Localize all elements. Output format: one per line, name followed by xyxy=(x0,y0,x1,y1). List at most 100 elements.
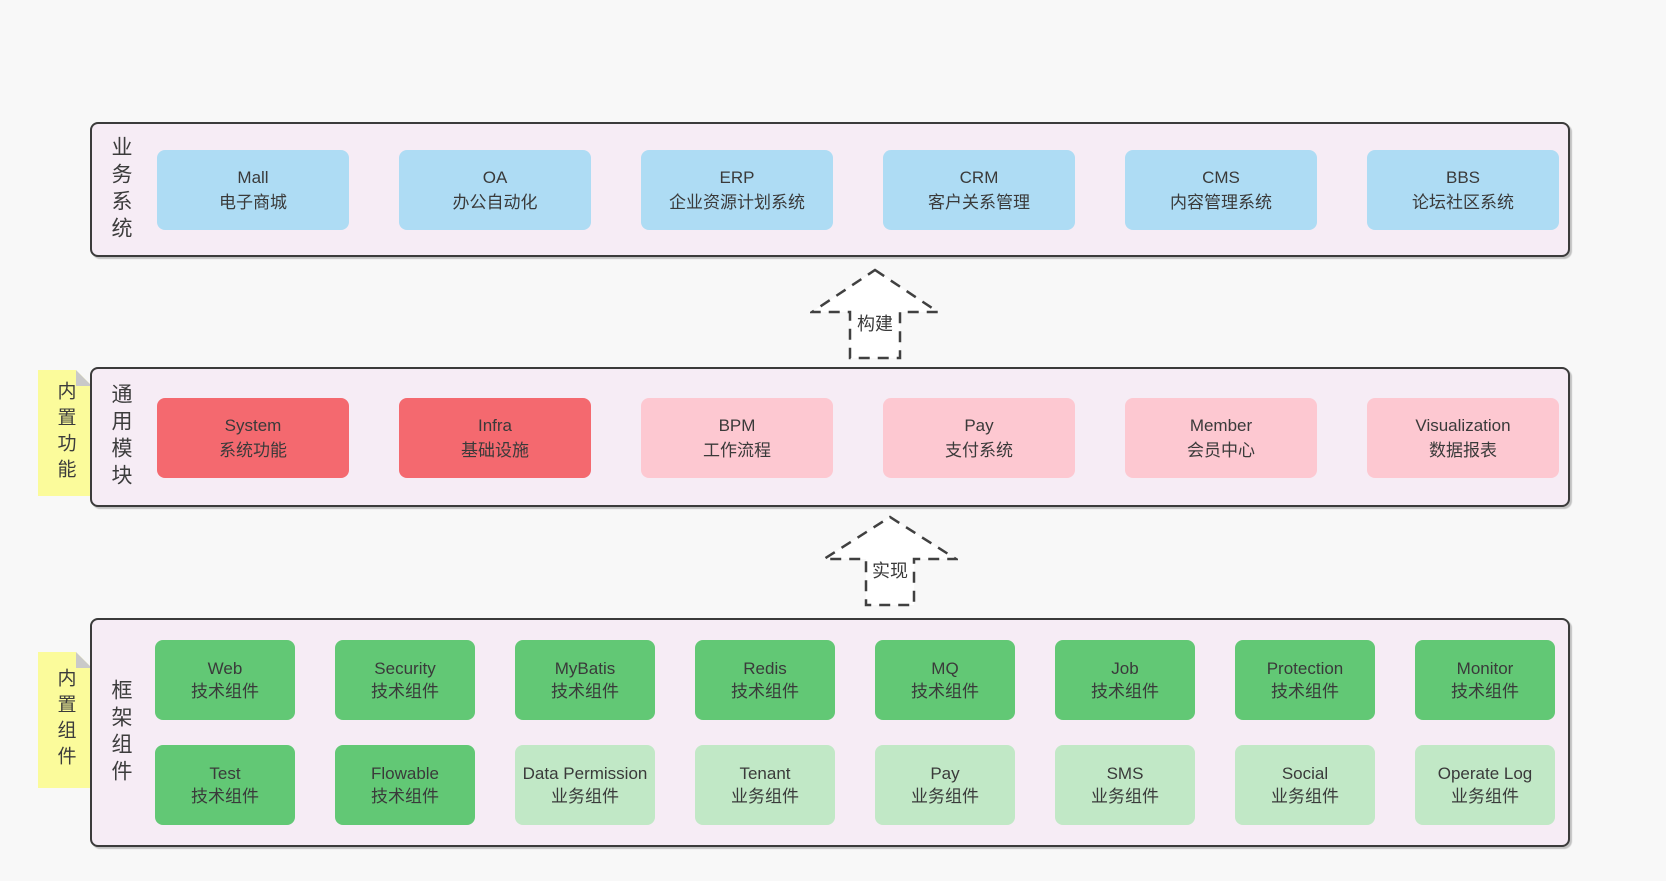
box-data-permission: Data Permission 业务组件 xyxy=(515,745,655,825)
box-title: Pay xyxy=(930,764,960,783)
box-title: Member xyxy=(1189,416,1253,435)
box-mq: MQ 技术组件 xyxy=(875,640,1015,720)
box-social: Social 业务组件 xyxy=(1235,745,1375,825)
box-subtitle: 技术组件 xyxy=(191,682,259,701)
box-cms: CMS 内容管理系统 xyxy=(1125,150,1317,230)
box-subtitle: 业务组件 xyxy=(1451,787,1519,806)
box-infra: Infra 基础设施 xyxy=(399,398,591,478)
box-subtitle: 内容管理系统 xyxy=(1170,193,1272,212)
box-subtitle: 技术组件 xyxy=(731,682,799,701)
build-arrow-label: 构建 xyxy=(855,312,895,336)
box-subtitle: 基础设施 xyxy=(461,441,529,460)
box-subtitle: 技术组件 xyxy=(911,682,979,701)
box-title: Tenant xyxy=(739,764,791,783)
realize-arrow-label: 实现 xyxy=(870,559,910,583)
box-subtitle: 技术组件 xyxy=(1271,682,1339,701)
box-title: MyBatis xyxy=(554,659,616,678)
box-subtitle: 企业资源计划系统 xyxy=(669,193,805,212)
box-subtitle: 业务组件 xyxy=(1271,787,1339,806)
box-title: Test xyxy=(209,764,241,783)
box-pay-system: Pay 支付系统 xyxy=(883,398,1075,478)
box-subtitle: 业务组件 xyxy=(1091,787,1159,806)
box-subtitle: 办公自动化 xyxy=(452,193,538,212)
layer-label-components: 框架组件 xyxy=(109,678,132,787)
box-pay-component: Pay 业务组件 xyxy=(875,745,1015,825)
box-visualization: Visualization 数据报表 xyxy=(1367,398,1559,478)
box-subtitle: 技术组件 xyxy=(1091,682,1159,701)
component-boxes-grid: Web 技术组件 Security 技术组件 MyBatis 技术组件 Redi… xyxy=(155,640,1555,825)
box-crm: CRM 客户关系管理 xyxy=(883,150,1075,230)
box-tenant: Tenant 业务组件 xyxy=(695,745,835,825)
box-mybatis: MyBatis 技术组件 xyxy=(515,640,655,720)
box-title: Infra xyxy=(477,416,513,435)
box-erp: ERP 企业资源计划系统 xyxy=(641,150,833,230)
box-member: Member 会员中心 xyxy=(1125,398,1317,478)
box-mall: Mall 电子商城 xyxy=(157,150,349,230)
box-title: Security xyxy=(374,659,436,678)
box-title: ERP xyxy=(719,168,755,187)
box-title: MQ xyxy=(931,659,959,678)
box-bbs: BBS 论坛社区系统 xyxy=(1367,150,1559,230)
box-title: Operate Log xyxy=(1437,764,1533,783)
box-subtitle: 工作流程 xyxy=(703,441,771,460)
box-bpm: BPM 工作流程 xyxy=(641,398,833,478)
box-oa: OA 办公自动化 xyxy=(399,150,591,230)
box-subtitle: 电子商城 xyxy=(219,193,287,212)
sticky-note-built-in-components: 内置组件 xyxy=(38,652,92,788)
box-subtitle: 业务组件 xyxy=(551,787,619,806)
box-title: Monitor xyxy=(1456,659,1514,678)
build-arrow: 构建 xyxy=(807,268,943,360)
box-subtitle: 技术组件 xyxy=(371,787,439,806)
box-subtitle: 技术组件 xyxy=(1451,682,1519,701)
box-subtitle: 业务组件 xyxy=(911,787,979,806)
box-sms: SMS 业务组件 xyxy=(1055,745,1195,825)
box-protection: Protection 技术组件 xyxy=(1235,640,1375,720)
box-subtitle: 系统功能 xyxy=(219,441,287,460)
box-subtitle: 技术组件 xyxy=(551,682,619,701)
sticky-note-built-in-functions: 内置功能 xyxy=(38,370,92,496)
box-operate-log: Operate Log 业务组件 xyxy=(1415,745,1555,825)
box-monitor: Monitor 技术组件 xyxy=(1415,640,1555,720)
box-security: Security 技术组件 xyxy=(335,640,475,720)
layer-business-systems: 业务系统 Mall 电子商城 OA 办公自动化 ERP 企业资源计划系统 CRM… xyxy=(90,122,1570,257)
sticky-fold-corner-icon xyxy=(76,370,92,386)
box-subtitle: 技术组件 xyxy=(371,682,439,701)
box-title: Job xyxy=(1111,659,1139,678)
box-subtitle: 技术组件 xyxy=(191,787,259,806)
box-subtitle: 会员中心 xyxy=(1187,441,1255,460)
box-subtitle: 数据报表 xyxy=(1429,441,1497,460)
box-subtitle: 业务组件 xyxy=(731,787,799,806)
realize-arrow: 实现 xyxy=(819,515,961,607)
sticky-label: 内置功能 xyxy=(54,381,76,485)
box-system: System 系统功能 xyxy=(157,398,349,478)
box-flowable: Flowable 技术组件 xyxy=(335,745,475,825)
layer-framework-components: 框架组件 Web 技术组件 Security 技术组件 MyBatis 技术组件… xyxy=(90,618,1570,847)
layer-common-modules: 通用模块 System 系统功能 Infra 基础设施 BPM 工作流程 Pay… xyxy=(90,367,1570,507)
box-title: CRM xyxy=(959,168,999,187)
layer-label-business: 业务系统 xyxy=(109,135,132,244)
box-job: Job 技术组件 xyxy=(1055,640,1195,720)
box-title: SMS xyxy=(1106,764,1144,783)
box-title: System xyxy=(224,416,282,435)
box-title: BBS xyxy=(1445,168,1481,187)
layer-label-modules: 通用模块 xyxy=(109,383,132,491)
sticky-fold-corner-icon xyxy=(76,652,92,668)
business-boxes-row: Mall 电子商城 OA 办公自动化 ERP 企业资源计划系统 CRM 客户关系… xyxy=(157,150,1559,230)
box-title: Protection xyxy=(1266,659,1344,678)
box-title: Redis xyxy=(743,659,787,678)
box-title: OA xyxy=(482,168,508,187)
box-web: Web 技术组件 xyxy=(155,640,295,720)
box-test: Test 技术组件 xyxy=(155,745,295,825)
component-boxes-row-2: Test 技术组件 Flowable 技术组件 Data Permission … xyxy=(155,745,1555,825)
component-boxes-row-1: Web 技术组件 Security 技术组件 MyBatis 技术组件 Redi… xyxy=(155,640,1555,720)
box-title: Web xyxy=(207,659,243,678)
box-title: CMS xyxy=(1202,168,1240,187)
box-title: Mall xyxy=(237,168,269,187)
box-subtitle: 支付系统 xyxy=(945,441,1013,460)
box-title: Social xyxy=(1281,764,1329,783)
sticky-label: 内置组件 xyxy=(54,668,76,772)
box-title: Visualization xyxy=(1415,416,1511,435)
box-subtitle: 论坛社区系统 xyxy=(1412,193,1514,212)
module-boxes-row: System 系统功能 Infra 基础设施 BPM 工作流程 Pay 支付系统… xyxy=(157,398,1559,478)
